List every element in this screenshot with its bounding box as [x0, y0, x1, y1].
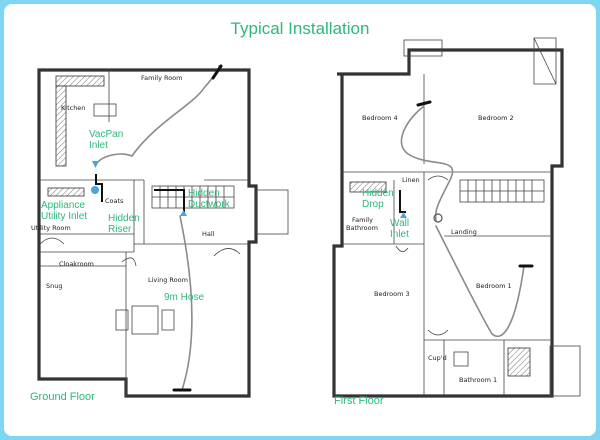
room-label-snug: Snug	[46, 282, 63, 290]
bath-tub	[349, 181, 387, 193]
callout-hidden-drop: Hidden Drop	[362, 188, 396, 210]
room-label-hall: Hall	[202, 230, 215, 238]
hose-route	[435, 225, 525, 337]
hidden-drop-pipe	[399, 190, 406, 213]
room-label-bedroom2: Bedroom 2	[478, 114, 514, 122]
ground-floor-label: Ground Floor	[30, 391, 95, 403]
room-label-coats: Coats	[105, 197, 124, 205]
utility-counter	[47, 187, 85, 197]
callout-appliance-utility-inlet: Appliance Utility Inlet	[41, 200, 88, 222]
ground-floor-outer-wall	[37, 68, 258, 398]
room-label-living-room: Living Room	[148, 276, 188, 284]
room-label-bedroom4: Bedroom 4	[362, 114, 398, 122]
floor-plan-diagram: Typical Installation	[30, 19, 581, 407]
ductwork-inlet-marker	[180, 210, 187, 216]
hose-coil	[433, 213, 443, 223]
door-arc	[121, 257, 137, 267]
room-label-utility-room: Utility Room	[31, 224, 71, 232]
door-arc	[395, 245, 409, 252]
vacpan-inlet-marker	[92, 161, 99, 168]
basin	[453, 351, 469, 367]
door-arc	[213, 248, 241, 257]
living-room-table	[115, 305, 175, 335]
room-label-kitchen: Kitchen	[61, 104, 85, 112]
hidden-ductwork-pipe	[154, 189, 185, 214]
callout-vacpan-inlet: VacPan Inlet	[89, 129, 126, 151]
room-label-bedroom3: Bedroom 3	[374, 290, 410, 298]
shower	[507, 347, 531, 377]
room-label-family-room: Family Room	[141, 74, 183, 82]
callout-hidden-ductwork: Hidden Ductwork	[188, 188, 231, 210]
room-label-cloakroom: Cloakroom	[59, 260, 94, 268]
callout-9m-hose: 9m Hose	[164, 292, 204, 303]
roof-projection	[403, 39, 443, 57]
hose-end-marker	[416, 100, 432, 107]
utility-inlet-marker	[91, 186, 99, 194]
door-arc	[427, 175, 449, 181]
room-label-linen: Linen	[402, 176, 420, 184]
wall-inlet-marker	[400, 212, 407, 218]
room-label-landing: Landing	[451, 228, 477, 236]
first-floor-stairs	[459, 179, 545, 203]
callout-wall-inlet: Wall Inlet	[390, 218, 412, 240]
kitchen-island	[93, 103, 117, 117]
hidden-riser-pipe	[95, 174, 103, 202]
hose-route	[400, 105, 454, 221]
room-label-bedroom1: Bedroom 1	[476, 282, 512, 290]
door-arc	[39, 237, 65, 245]
room-label-family-bathroom: Family Bathroom	[346, 216, 378, 232]
balcony	[549, 345, 581, 397]
first-floor-plan: Bedroom 4 Bedroom 2 Linen Family Bathroo…	[332, 37, 581, 407]
diagram-frame: Typical Installation	[4, 4, 596, 436]
kitchen-counter	[55, 85, 67, 167]
kitchen-counter	[55, 75, 105, 87]
callout-hidden-riser: Hidden Riser	[108, 213, 142, 235]
hose-route	[179, 215, 193, 391]
door-arc	[427, 329, 449, 336]
first-floor-outer-wall	[332, 48, 564, 398]
room-label-cupd: Cup'd	[428, 354, 447, 362]
porch	[255, 189, 289, 235]
ground-floor-plan: Kitchen Family Room Coats Utility Room C…	[30, 64, 289, 403]
first-floor-label: First Floor	[334, 395, 384, 407]
room-label-bathroom1: Bathroom 1	[459, 376, 497, 384]
roof-projection	[533, 37, 557, 85]
hose-end-marker	[211, 64, 223, 80]
diagram-title: Typical Installation	[231, 19, 370, 38]
